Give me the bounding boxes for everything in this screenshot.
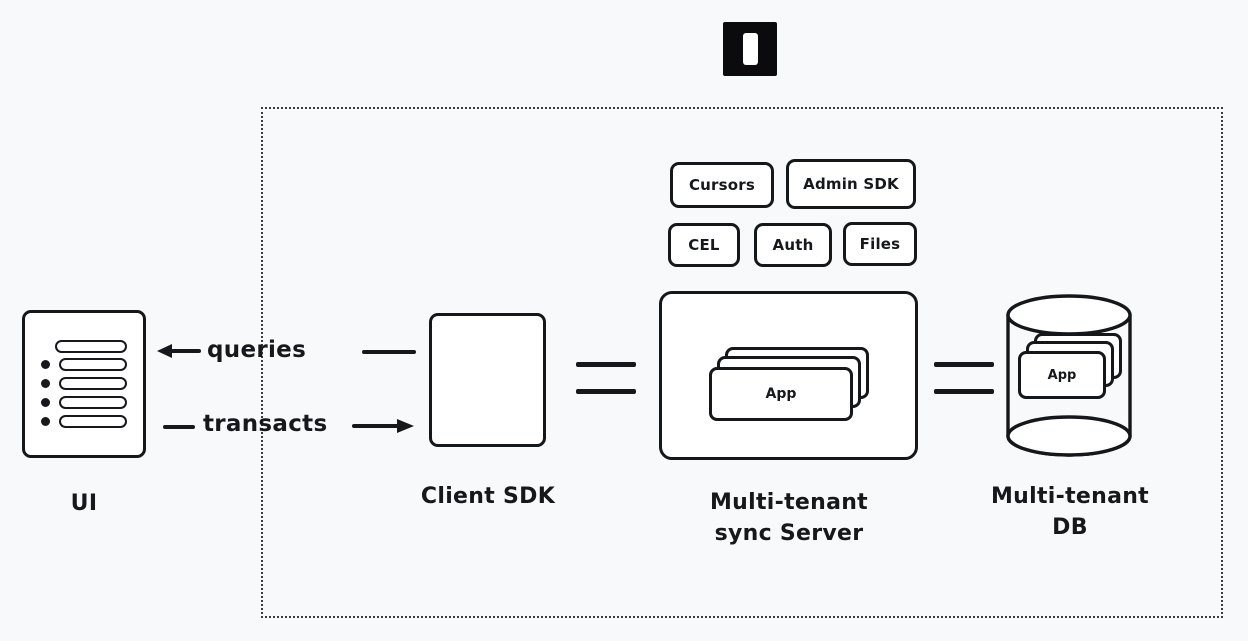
service-boundary xyxy=(261,107,1223,618)
ui-list-bullet xyxy=(41,398,50,407)
feature-chip-label: Files xyxy=(859,235,901,253)
connector-bar xyxy=(934,362,994,367)
ui-list-header-row xyxy=(55,340,127,353)
feature-chip-cursors[interactable]: Cursors xyxy=(670,162,774,208)
node-caption-client-sdk: Client SDK xyxy=(420,484,556,509)
app-card-front: App xyxy=(1018,351,1106,399)
node-caption-ui: UI xyxy=(70,491,98,516)
ui-list-row xyxy=(59,396,127,409)
feature-chip-admin-sdk[interactable]: Admin SDK xyxy=(786,159,916,209)
ui-list-icon xyxy=(41,340,127,428)
ui-list-bullet xyxy=(41,417,50,426)
connector-bar xyxy=(576,362,636,367)
node-caption-sync-server: Multi-tenant sync Server xyxy=(709,490,868,547)
database-cylinder-icon xyxy=(1006,294,1132,457)
app-card-label: App xyxy=(1047,367,1077,383)
feature-chip-cel[interactable]: CEL xyxy=(668,223,740,267)
transacts-edge-segment xyxy=(163,425,195,429)
node-caption-database: Multi-tenant DB xyxy=(990,484,1149,541)
connector-client-to-server xyxy=(576,362,636,394)
node-database[interactable]: App xyxy=(1004,293,1134,458)
server-app-stack: App xyxy=(709,347,869,421)
queries-edge-segment xyxy=(362,350,416,354)
ui-list-bullet xyxy=(41,379,50,388)
feature-chip-auth[interactable]: Auth xyxy=(754,223,832,267)
node-sync-server[interactable] xyxy=(659,291,918,460)
node-client-sdk[interactable] xyxy=(429,313,546,447)
edge-label-transacts: transacts xyxy=(203,411,328,437)
instant-logo-icon xyxy=(723,22,777,76)
edge-label-queries: queries xyxy=(207,337,307,363)
connector-bar xyxy=(934,389,994,394)
transacts-arrow-icon xyxy=(352,419,414,433)
db-app-stack: App xyxy=(1018,333,1122,399)
connector-bar xyxy=(576,389,636,394)
ui-list-row xyxy=(59,358,127,371)
ui-list-row xyxy=(59,377,127,390)
connector-server-to-db xyxy=(934,362,994,394)
feature-chip-label: CEL xyxy=(688,236,720,254)
feature-chip-label: Cursors xyxy=(688,176,756,194)
app-card-label: App xyxy=(765,386,797,402)
app-card-front: App xyxy=(709,367,853,421)
feature-chip-label: Admin SDK xyxy=(803,175,899,193)
ui-list-bullet xyxy=(41,360,50,369)
queries-arrow-icon xyxy=(157,344,201,358)
feature-chip-label: Auth xyxy=(772,236,814,254)
node-ui[interactable] xyxy=(22,310,146,458)
logo-bar-shape xyxy=(742,33,758,65)
ui-list-row xyxy=(59,415,127,428)
feature-chip-files[interactable]: Files xyxy=(843,222,917,266)
